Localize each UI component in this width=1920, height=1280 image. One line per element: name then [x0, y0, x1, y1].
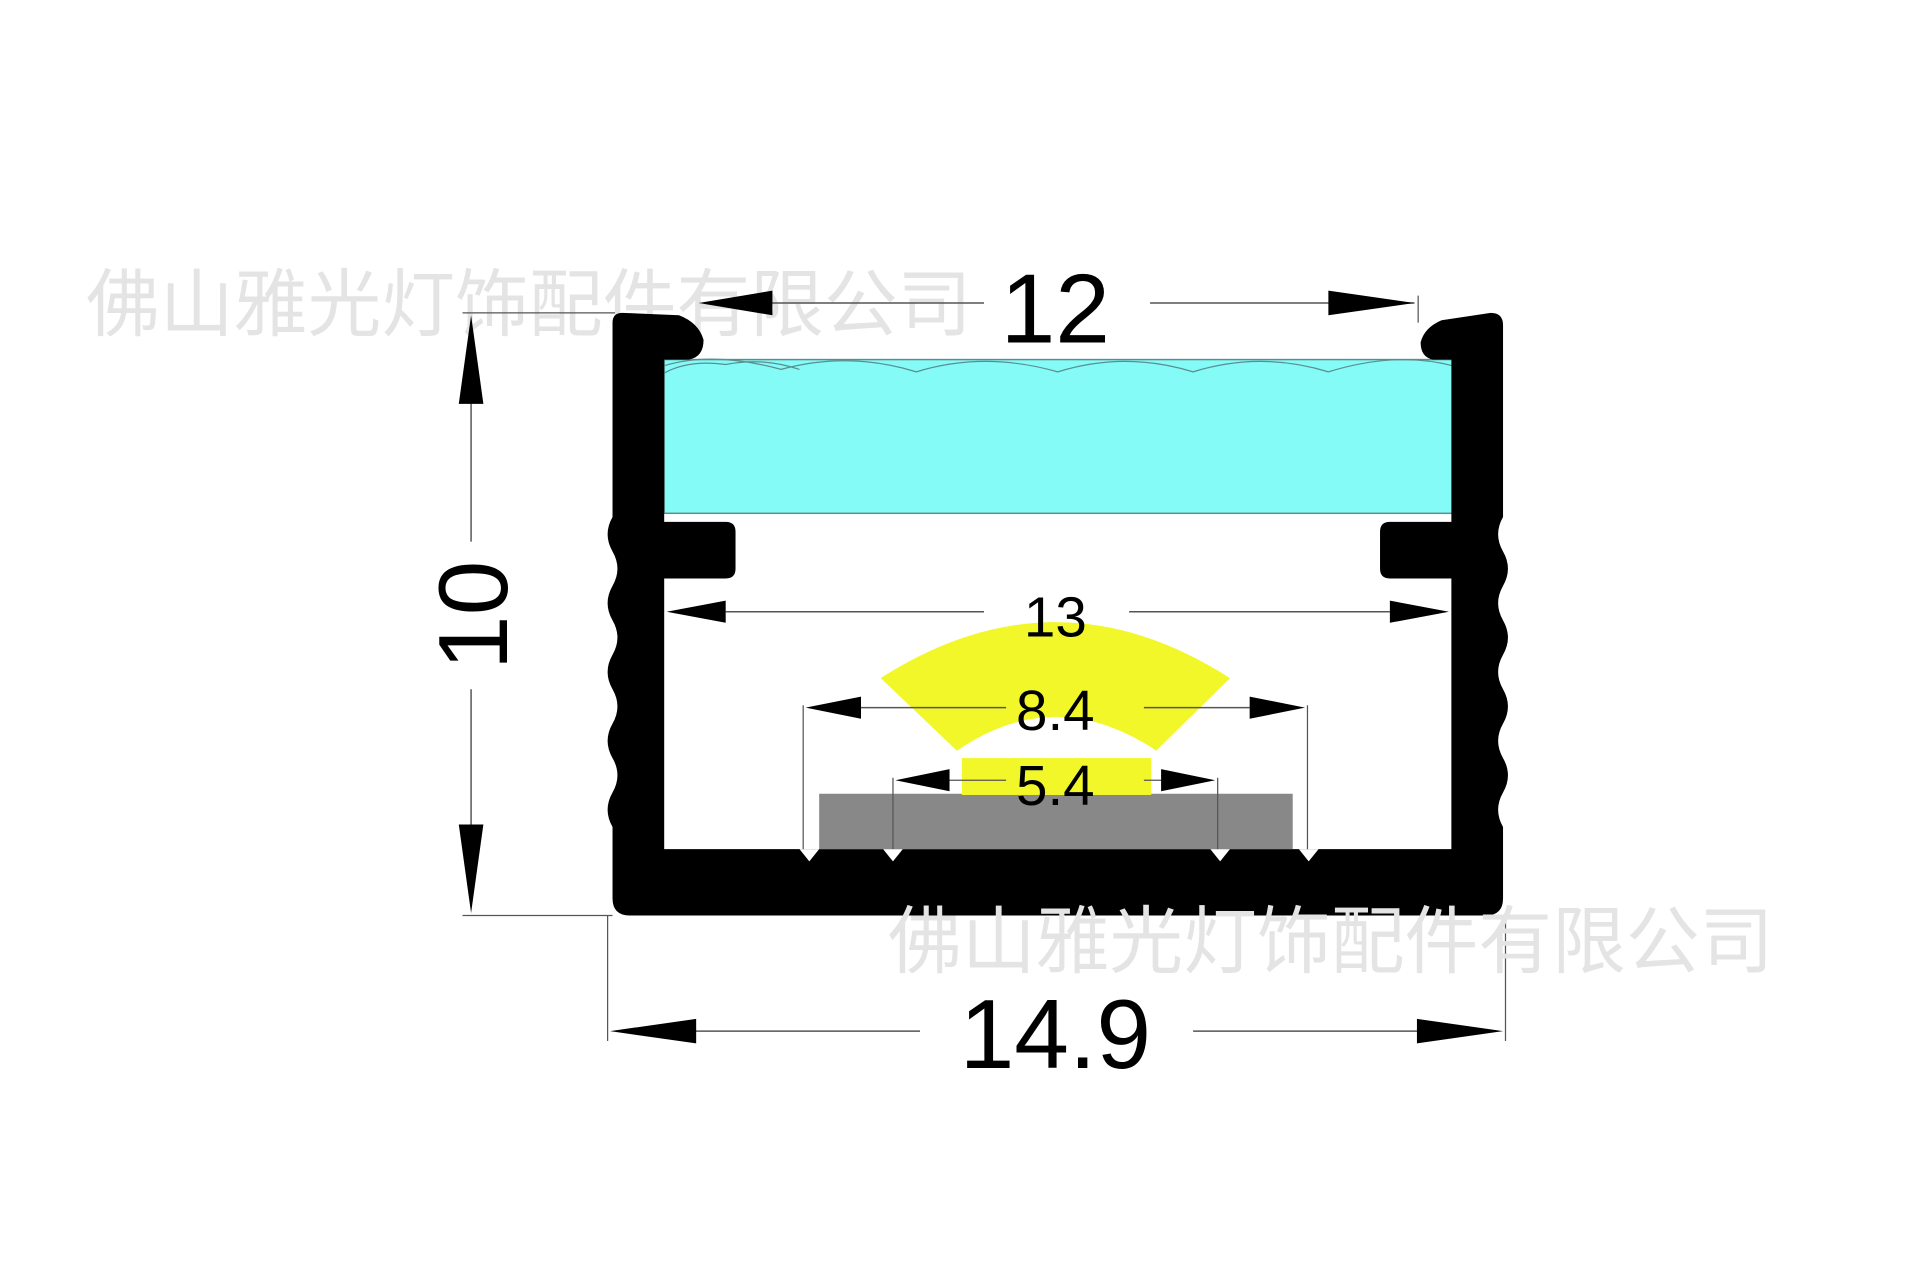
- light-beam: [880, 622, 1230, 795]
- aluminium-profile: [607, 312, 1508, 916]
- dim-beam-width: 8.4: [802, 679, 1309, 850]
- dim-label-10: 10: [418, 561, 528, 670]
- dim-label-5-4: 5.4: [1016, 754, 1095, 817]
- dim-inner-width: 13: [666, 585, 1449, 648]
- dim-label-12: 12: [1001, 253, 1110, 363]
- watermark-bottom: 佛山雅光灯饰配件有限公司: [888, 900, 1773, 985]
- diffuser-lens: [663, 358, 1454, 515]
- led-strip: [819, 793, 1293, 850]
- dim-led-width: 5.4: [892, 754, 1219, 850]
- dim-height: 10: [418, 312, 615, 917]
- dim-label-14-9: 14.9: [960, 979, 1151, 1089]
- watermark-top: 佛山雅光灯饰配件有限公司: [86, 263, 971, 348]
- dim-label-13: 13: [1024, 585, 1087, 648]
- dim-overall-width: 14.9: [606, 915, 1507, 1089]
- dim-label-8-4: 8.4: [1016, 679, 1095, 742]
- dim-top-opening: 12: [698, 253, 1419, 363]
